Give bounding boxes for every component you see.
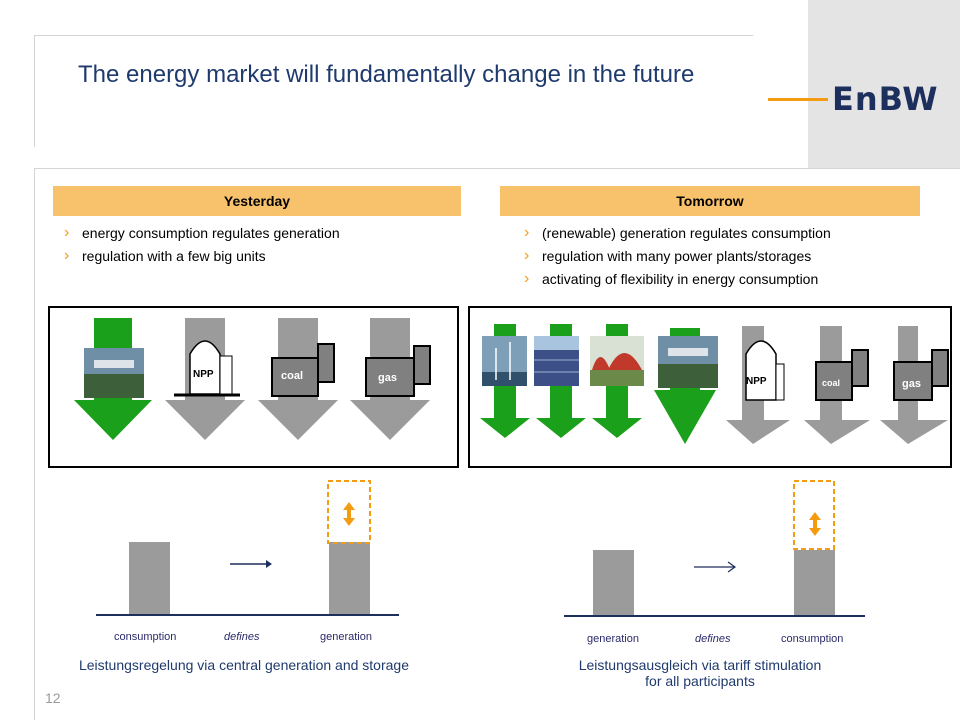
yesterday-bullets: energy consumption regulates generation … [60,221,460,268]
gas-label: gas [902,378,921,390]
tomorrow-flow-diagram [564,480,865,617]
consumption-label: consumption [781,633,844,645]
up-down-arrow-icon [343,502,355,526]
corner-block [808,0,960,168]
yesterday-plants-diagram [74,318,431,440]
frame-line [35,35,753,36]
yesterday-caption: Leistungsregelung via central generation… [78,657,409,673]
flexibility-box [793,480,835,550]
generation-bar [329,542,370,614]
gas-label: gas [378,372,397,384]
consumption-label: consumption [114,631,177,643]
gas-chimney-icon [931,349,949,387]
consumption-bar [129,542,170,614]
bullet-item: (renewable) generation regulates consump… [520,221,940,245]
coal-chimney-icon [851,349,869,387]
generation-bar [593,550,634,616]
coal-label: coal [281,370,304,382]
gas-plant-icon [365,357,415,397]
page-title: The energy market will fundamentally cha… [78,61,695,88]
coal-plant-icon [271,357,319,397]
npp-label: NPP [746,376,767,387]
logo-line [768,98,828,101]
yesterday-plants-box: NPP coal gas [48,306,459,468]
gas-chimney-icon [413,345,431,385]
tomorrow-plants-box: NPP coal gas [468,306,952,468]
company-logo: EnBW [832,80,939,118]
tomorrow-bullets: (renewable) generation regulates consump… [520,221,940,291]
frame-line [34,35,35,147]
arrow-right-icon [727,561,737,573]
up-down-arrow-icon [809,512,821,536]
gas-plant-icon [893,361,933,401]
defines-label: defines [695,633,731,645]
bullet-item: activating of flexibility in energy cons… [520,267,940,291]
page-number: 12 [45,690,61,706]
yesterday-header: Yesterday [53,186,461,216]
npp-label: NPP [193,369,214,380]
frame-line [35,168,960,169]
consumption-bar [794,550,835,616]
caption-line: Leistungsausgleich via tariff stimulatio… [578,657,822,673]
coal-chimney-icon [317,343,335,383]
caption-line: for all participants [645,673,755,689]
npp-tower-icon [189,340,221,395]
coal-plant-icon [815,361,853,401]
bullet-item: regulation with a few big units [60,244,460,268]
bullet-item: energy consumption regulates generation [60,221,460,245]
tomorrow-caption: Leistungsausgleich via tariff stimulatio… [540,657,860,689]
frame-line [34,168,35,720]
flexibility-box [327,480,371,544]
defines-label: defines [224,631,260,643]
arrow-right-icon [266,560,272,568]
generation-label: generation [587,633,639,645]
npp-tower-icon [745,340,777,401]
yesterday-flow-diagram [96,480,399,616]
tomorrow-header: Tomorrow [500,186,920,216]
generation-label: generation [320,631,372,643]
bullet-item: regulation with many power plants/storag… [520,244,940,268]
coal-label: coal [822,378,841,388]
tomorrow-plants-diagram [480,324,949,444]
